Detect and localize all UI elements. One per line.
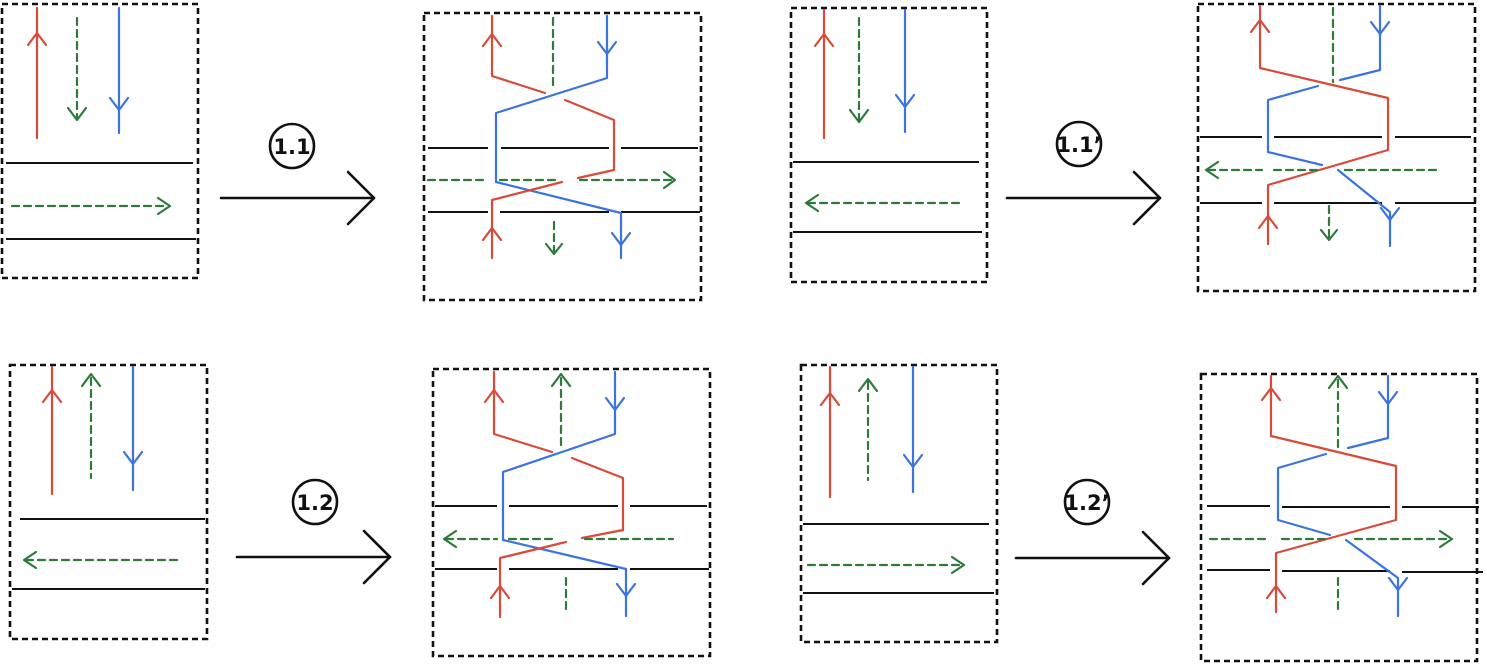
green-arrowhead-down-icon <box>544 242 564 256</box>
green-arrowhead-left-icon <box>22 550 38 570</box>
transition-arrow-1-2-prime: 1.2’ <box>1014 478 1171 586</box>
blue-arrowhead-down-icon <box>596 40 618 56</box>
blue-arrowhead-down-icon <box>1369 20 1391 36</box>
blue-arrowhead-down-icon <box>615 582 637 598</box>
blue-strand <box>1266 4 1392 248</box>
blue-arrowhead-down-icon <box>604 396 626 412</box>
right-arrow-head-icon <box>1141 530 1171 586</box>
frame-1-2-prime-before <box>799 363 999 644</box>
move-1-1-after <box>422 11 703 302</box>
right-arrow-head-icon <box>346 170 376 226</box>
right-arrow-head-icon <box>1132 170 1162 226</box>
red-arrowhead-up-icon <box>489 584 511 600</box>
frame-1-2-before <box>8 363 209 641</box>
green-arrowhead-left-icon <box>804 193 820 213</box>
blue-arrowhead-down-icon <box>610 231 632 247</box>
move-1-2-before <box>8 363 209 641</box>
green-arrowhead-right-icon <box>156 196 172 216</box>
move-label: 1.1 <box>273 135 310 159</box>
red-arrowhead-up-icon <box>1265 584 1287 600</box>
transition-arrow-1-1: 1.1 <box>219 122 376 226</box>
blue-arrowhead-down-icon <box>1387 576 1409 592</box>
move-1-1-prime-after <box>1196 2 1477 293</box>
red-strand <box>1258 4 1390 246</box>
green-arrowhead-up-icon <box>550 372 572 388</box>
move-1-2-prime-after <box>1199 372 1483 663</box>
move-label-badge <box>1055 120 1103 168</box>
move-1-2-after <box>431 367 712 658</box>
transition-arrow-1-2: 1.2 <box>235 478 392 585</box>
blue-arrowhead-down-icon <box>894 93 916 109</box>
red-arrowhead-up-icon <box>483 388 505 404</box>
green-arrowhead-up-icon <box>80 372 102 388</box>
red-arrowhead-up-icon <box>481 32 503 48</box>
move-label: 1.1’ <box>1056 133 1101 157</box>
red-arrowhead-up-icon <box>1260 386 1282 402</box>
frame-1-2-prime-after <box>1199 372 1479 663</box>
blue-arrowhead-down-icon <box>108 96 130 112</box>
red-strand <box>490 14 616 260</box>
blue-arrowhead-down-icon <box>902 453 924 469</box>
blue-arrowhead-down-icon <box>1379 206 1401 222</box>
frame-1-1-prime-after <box>1196 2 1477 293</box>
red-arrowhead-up-icon <box>1249 18 1271 34</box>
frame-1-1-after <box>422 11 703 302</box>
blue-strand <box>494 14 623 260</box>
red-strand <box>1269 374 1398 614</box>
red-arrowhead-up-icon <box>819 391 841 407</box>
blue-strand <box>501 370 628 618</box>
green-arrowhead-down-icon <box>66 106 88 122</box>
red-arrowhead-up-icon <box>813 32 835 48</box>
frame-1-2-after <box>431 367 712 658</box>
green-arrowhead-down-icon <box>848 108 870 124</box>
red-arrowhead-up-icon <box>41 388 63 404</box>
green-arrowhead-left-icon <box>442 529 458 549</box>
move-label-badge <box>268 122 316 170</box>
green-arrowhead-up-icon <box>1327 374 1349 390</box>
green-arrowhead-down-icon <box>1319 228 1339 242</box>
move-label: 1.2’ <box>1064 491 1109 515</box>
green-arrowhead-right-icon <box>662 170 677 190</box>
frame-1-1-before <box>0 2 200 280</box>
move-label-badge <box>1063 478 1111 526</box>
move-1-2-prime-before <box>799 363 999 644</box>
green-arrowhead-up-icon <box>857 377 879 393</box>
red-strand <box>492 370 625 619</box>
blue-arrowhead-down-icon <box>122 450 144 466</box>
right-arrow-head-icon <box>362 529 392 585</box>
red-arrowhead-up-icon <box>481 226 503 242</box>
move-1-1-prime-before <box>789 6 989 284</box>
green-arrowhead-left-icon <box>1204 160 1220 180</box>
move-1-1-before <box>0 2 200 280</box>
move-label: 1.2 <box>296 491 333 515</box>
green-arrowhead-right-icon <box>1438 529 1454 549</box>
move-label-badge <box>291 478 339 526</box>
transition-arrow-1-1-prime: 1.1’ <box>1005 120 1162 226</box>
frame-1-1-prime-before <box>789 6 989 284</box>
red-arrowhead-up-icon <box>1257 214 1279 230</box>
green-arrowhead-right-icon <box>950 555 966 575</box>
blue-arrowhead-down-icon <box>1377 390 1399 406</box>
blue-strand <box>1276 374 1400 618</box>
red-arrowhead-up-icon <box>26 31 48 47</box>
